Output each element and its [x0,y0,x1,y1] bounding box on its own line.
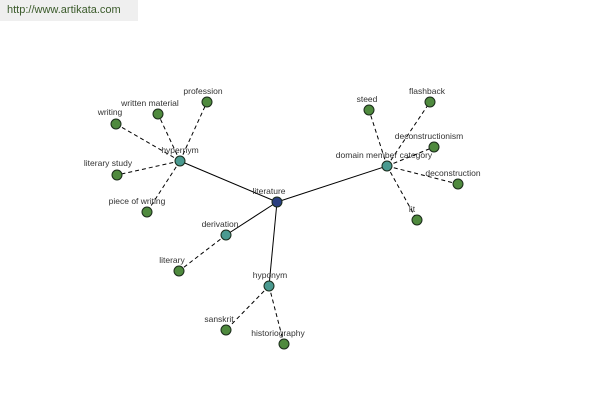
edge-hypernym-written-material [157,113,181,162]
word-label-lit: lit [409,204,416,214]
edge-hypernym-writing [115,123,181,162]
edge-domain-member-category-steed [368,109,388,167]
word-label-literary: literary [159,255,185,265]
word-label-sanskrit: sanskrit [204,314,234,324]
word-node-literary[interactable] [173,265,185,277]
word-node-historiography[interactable] [278,338,290,350]
word-node-literary-study[interactable] [111,169,123,181]
edge-hypernym-profession [179,101,208,162]
word-label-deconstruction: deconstruction [425,168,481,178]
word-node-sanskrit[interactable] [220,324,232,336]
edge-domain-member-category-deconstruction [386,165,459,185]
edge-literature-domain-member-category [276,165,388,203]
word-label-historiography: historiography [251,328,305,338]
edge-domain-member-category-lit [386,165,418,221]
word-label-written-material: written material [120,98,179,108]
word-label-flashback: flashback [409,86,446,96]
word-node-writing[interactable] [110,118,122,130]
center-node-literature[interactable] [271,196,283,208]
edge-hyponym-historiography [268,285,285,345]
word-label-profession: profession [183,86,222,96]
word-node-written-material[interactable] [152,108,164,120]
relation-label-hyponym: hyponym [253,270,288,280]
word-label-literary-study: literary study [84,158,133,168]
relation-node-derivation[interactable] [220,229,232,241]
relation-node-hyponym[interactable] [263,280,275,292]
word-node-deconstructionism[interactable] [428,141,440,153]
word-label-steed: steed [357,94,378,104]
edge-hyponym-sanskrit [225,285,270,331]
word-node-deconstruction[interactable] [452,178,464,190]
edge-domain-member-category-deconstructionism [386,146,435,167]
word-label-writing: writing [97,107,123,117]
url-bar: http://www.artikata.com [0,0,138,21]
word-node-piece-of-writing[interactable] [141,206,153,218]
site-url[interactable]: http://www.artikata.com [7,4,121,16]
relation-label-domain-member-category: domain member category [336,150,433,160]
relation-node-domain-member-category[interactable] [381,160,393,172]
relation-label-derivation: derivation [202,219,239,229]
edge-literature-hypernym [179,160,278,203]
word-node-flashback[interactable] [424,96,436,108]
edge-hypernym-piece-of-writing [146,160,181,213]
center-label-literature: literature [252,186,285,196]
relation-node-hypernym[interactable] [174,155,186,167]
word-node-lit[interactable] [411,214,423,226]
word-node-profession[interactable] [201,96,213,108]
edge-hypernym-literary-study [116,160,181,176]
relation-label-hypernym: hypernym [161,145,198,155]
edge-literature-derivation [225,201,278,236]
edge-derivation-literary [178,234,227,272]
word-label-piece-of-writing: piece of writing [109,196,166,206]
edge-literature-hyponym [268,201,278,287]
word-label-deconstructionism: deconstructionism [395,131,464,141]
word-node-steed[interactable] [363,104,375,116]
edge-domain-member-category-flashback [386,101,431,167]
